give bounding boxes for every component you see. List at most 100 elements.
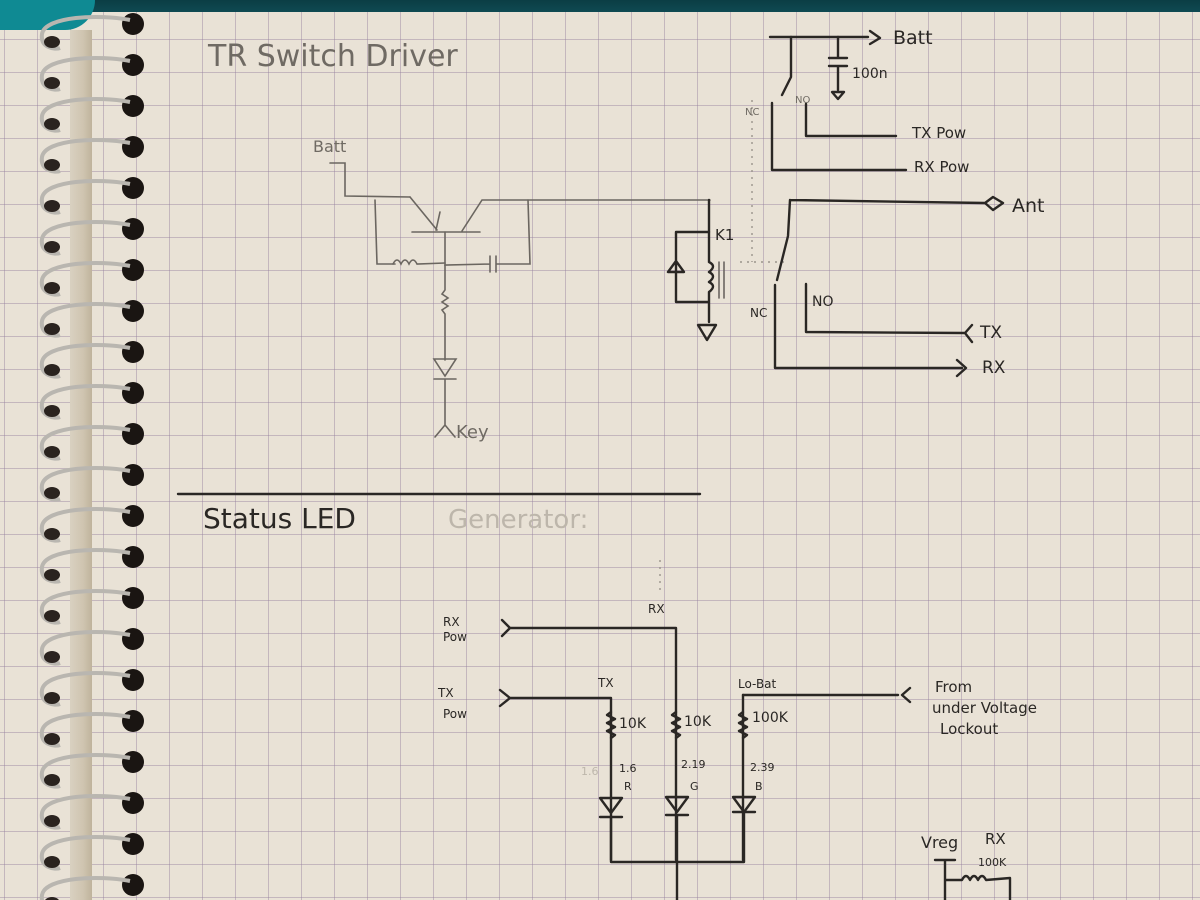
spiral-coil [39,712,131,748]
spiral-coil [39,384,131,420]
flyback-diode [666,230,711,304]
from-label-line2: under Voltage [932,699,1037,717]
binding-hole [122,177,144,199]
spiral-coil [39,876,131,900]
from-label-line3: Lockout [940,720,998,738]
blue-led-color: B [755,780,763,793]
batt-wire [329,162,411,198]
binding-hole-back [44,692,60,704]
binding-hole-back [45,897,59,900]
binding-hole [122,54,144,76]
vreg-rx-label: RX [985,830,1006,848]
tx-resistor [605,710,617,740]
binding-hole-back [44,241,60,253]
binding-hole-back [44,36,60,48]
lobat-net-label: Lo-Bat [738,677,777,691]
spiral-coil [39,15,131,51]
green-led-voltage: 2.19 [681,758,706,771]
antenna-label: Ant [1012,195,1045,217]
spiral-coil [39,425,131,461]
spiral-coil [39,220,131,256]
binding-hole-back [44,200,60,212]
binding-hole-back [44,282,60,294]
vreg-label: Vreg [921,833,958,852]
spiral-coil [39,630,131,666]
spiral-coil [39,548,131,584]
status-led-section: Status LED Generator: RX Pow RX TX Pow T… [203,502,1037,900]
spiral-coil [39,589,131,625]
binding-hole [122,341,144,363]
spiral-coil [39,56,131,92]
spiral-coil [39,343,131,379]
binding-hole [122,464,144,486]
binding-hole [122,505,144,527]
binding-hole [122,710,144,732]
binding-hole [122,751,144,773]
vreg-circuit [933,858,1012,900]
binding-hole-back [44,569,60,581]
binding-hole-back [44,528,60,540]
binding-hole-back [44,364,60,376]
binding-hole-back [44,77,60,89]
key-resistor [440,264,450,361]
binding-hole [122,669,144,691]
relay-ground-symbol [696,323,718,342]
spiral-coil [39,671,131,707]
led-common-return [609,810,746,900]
cap-label: 100n [852,66,888,82]
binding-hole [122,546,144,568]
spiral-coil [39,138,131,174]
spiral-binding [39,13,144,900]
green-led-color: G [690,780,699,793]
rx-pow-input-label-line1: RX [443,615,460,629]
top-relay-nc-label: NC [745,107,759,118]
red-led-color: R [624,780,632,793]
binding-hole-back [44,651,60,663]
tx-pow-input-label-line2: Pow [443,707,467,721]
lobat-resistor-value: 100K [752,710,789,726]
spiral-coil [39,302,131,338]
tx-pow-input-label-line1: TX [437,686,454,700]
rx-pow-input-label-line2: Pow [443,630,467,644]
notebook-binding-strip [70,30,92,900]
binding-hole-back [44,774,60,786]
notebook-cover-edge [0,0,1200,12]
status-led-title: Status LED [203,502,356,535]
tx-pow-label: TX Pow [911,124,966,142]
binding-hole-back [44,733,60,745]
batt-top-wire [768,29,882,46]
tr-switch-title: TR Switch Driver [207,39,458,74]
binding-hole [122,423,144,445]
tr-switch-driver-section: TR Switch Driver Batt Key K1 Batt 100n N… [207,27,1045,443]
base-resistor [392,259,446,266]
binding-hole [122,833,144,855]
blue-led-voltage: 2.39 [750,761,775,774]
binding-hole-back [44,815,60,827]
relay-mechanical-link [740,100,785,263]
batt-input-label: Batt [313,137,346,156]
spiral-coil [39,466,131,502]
rx-pow-wire [770,101,908,172]
from-label-line1: From [935,678,972,696]
relay-core [718,261,725,299]
batt-top-label: Batt [893,27,933,49]
tx-pow-wire [804,102,898,138]
rx-wire [773,283,968,378]
binding-hole [122,300,144,322]
spiral-coil [39,97,131,133]
tx-label: TX [979,323,1002,343]
spiral-coil [39,179,131,215]
base-bias-wire [374,199,396,265]
decoupling-capacitor [827,35,849,101]
spiral-coil [39,753,131,789]
binding-hole [122,587,144,609]
antenna-wire [775,195,1005,282]
rx-label: RX [982,358,1006,378]
tx-pow-net [498,688,613,862]
binding-hole-back [44,159,60,171]
top-relay-no-label: NO [795,95,810,106]
binding-hole-back [44,405,60,417]
binding-hole [122,259,144,281]
rx-pow-net [500,618,678,862]
binding-hole [122,874,144,896]
